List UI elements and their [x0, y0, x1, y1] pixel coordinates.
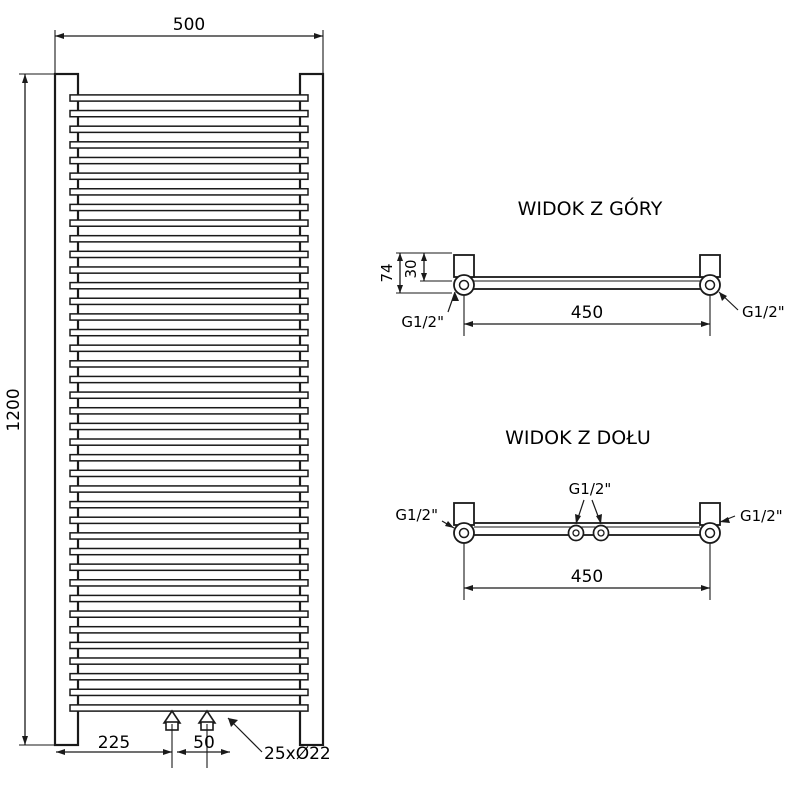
bottom-left-connection-leader: G1/2" — [395, 506, 455, 529]
top-left-connection-leader: G1/2" — [401, 291, 459, 331]
horizontal-rail — [69, 391, 309, 400]
horizontal-rail — [69, 172, 309, 181]
front-bottom-right-label: 50 — [193, 733, 215, 753]
bottom-right-connection-leader: G1/2" — [719, 507, 783, 525]
horizontal-rail — [69, 203, 309, 212]
horizontal-rail — [69, 266, 309, 274]
horizontal-rail — [69, 579, 309, 587]
horizontal-rail — [69, 672, 309, 681]
horizontal-rail — [69, 625, 309, 634]
bottom-left-valve-block — [453, 502, 475, 526]
horizontal-rail — [69, 125, 309, 134]
bottom-view-body — [461, 522, 713, 536]
bottom-right-connection-label: G1/2" — [740, 507, 783, 525]
bottom-left-connector-bore — [458, 527, 470, 539]
horizontal-rail — [69, 313, 309, 321]
top-right-connector-bore — [704, 279, 716, 291]
mount-leader: 25xØ22 — [227, 717, 331, 764]
horizontal-rail — [69, 688, 309, 697]
horizontal-rail — [69, 547, 309, 556]
horizontal-rail — [69, 563, 309, 572]
bottom-view-title: WIDOK Z DOŁU — [505, 427, 651, 449]
front-width-label: 500 — [173, 15, 205, 35]
horizontal-rail — [69, 485, 309, 493]
mount-label: 25xØ22 — [264, 744, 331, 764]
bottom-right-valve-block — [699, 502, 721, 526]
front-height-label: 1200 — [4, 388, 24, 431]
bottom-length-label: 450 — [571, 567, 603, 587]
horizontal-rail — [69, 94, 309, 102]
horizontal-rail — [69, 516, 309, 525]
top-view: WIDOK Z GÓRY 74 30 — [378, 196, 785, 336]
top-inner-depth-label: 30 — [402, 259, 420, 278]
bottom-center-connector-right-bore — [597, 529, 605, 537]
top-depth-dimension: 74 — [378, 252, 452, 294]
top-depth-label: 74 — [378, 263, 396, 282]
horizontal-rail — [69, 250, 309, 259]
horizontal-rail — [69, 375, 309, 384]
top-length-label: 450 — [571, 303, 603, 323]
top-inner-depth-dimension: 30 — [402, 253, 452, 282]
bottom-left-connection-label: G1/2" — [395, 506, 438, 524]
front-bottom-right-dimension: 50 — [177, 724, 230, 768]
front-bottom-left-dimension: 225 — [56, 724, 173, 768]
horizontal-rail — [69, 109, 309, 118]
horizontal-rail — [69, 297, 309, 306]
bottom-view: WIDOK Z DOŁU G1/2" — [395, 427, 783, 600]
horizontal-rail — [69, 453, 309, 462]
horizontal-rail — [69, 156, 309, 165]
horizontal-rail — [69, 704, 309, 712]
horizontal-rail — [69, 406, 309, 415]
top-left-valve-block — [453, 254, 475, 278]
horizontal-rails-group — [69, 94, 309, 712]
bottom-right-connector-bore — [704, 527, 716, 539]
top-view-body — [461, 276, 713, 290]
top-right-valve-block — [699, 254, 721, 278]
front-view: 500 1200 — [4, 15, 331, 768]
top-view-title: WIDOK Z GÓRY — [518, 196, 663, 220]
horizontal-rail — [69, 328, 309, 337]
horizontal-rail — [69, 422, 309, 431]
top-left-connection-label: G1/2" — [401, 313, 444, 331]
bottom-center-connection-label: G1/2" — [569, 480, 612, 498]
horizontal-rail — [69, 360, 309, 368]
front-bottom-left-label: 225 — [98, 733, 130, 753]
horizontal-rail — [69, 219, 309, 227]
horizontal-rail — [69, 281, 309, 290]
top-right-connection-leader: G1/2" — [718, 291, 785, 321]
horizontal-rail — [69, 610, 309, 619]
horizontal-rail — [69, 641, 309, 650]
horizontal-rail — [69, 141, 309, 149]
horizontal-rail — [69, 234, 309, 243]
bottom-length-dimension: 450 — [463, 543, 711, 600]
horizontal-rail — [69, 469, 309, 478]
horizontal-rail — [69, 657, 309, 665]
horizontal-rail — [69, 438, 309, 446]
bottom-center-connector-left-bore — [572, 529, 580, 537]
front-width-dimension: 500 — [54, 15, 324, 84]
horizontal-rail — [69, 594, 309, 603]
front-height-dimension: 1200 — [4, 73, 58, 746]
horizontal-rail — [69, 187, 309, 196]
horizontal-rail — [69, 500, 309, 509]
bottom-center-connection-leader: G1/2" — [569, 480, 612, 525]
horizontal-rail — [69, 532, 309, 540]
horizontal-rail — [69, 344, 309, 353]
top-left-connector-bore — [458, 279, 470, 291]
top-right-connection-label: G1/2" — [742, 303, 785, 321]
top-length-dimension: 450 — [463, 295, 711, 336]
